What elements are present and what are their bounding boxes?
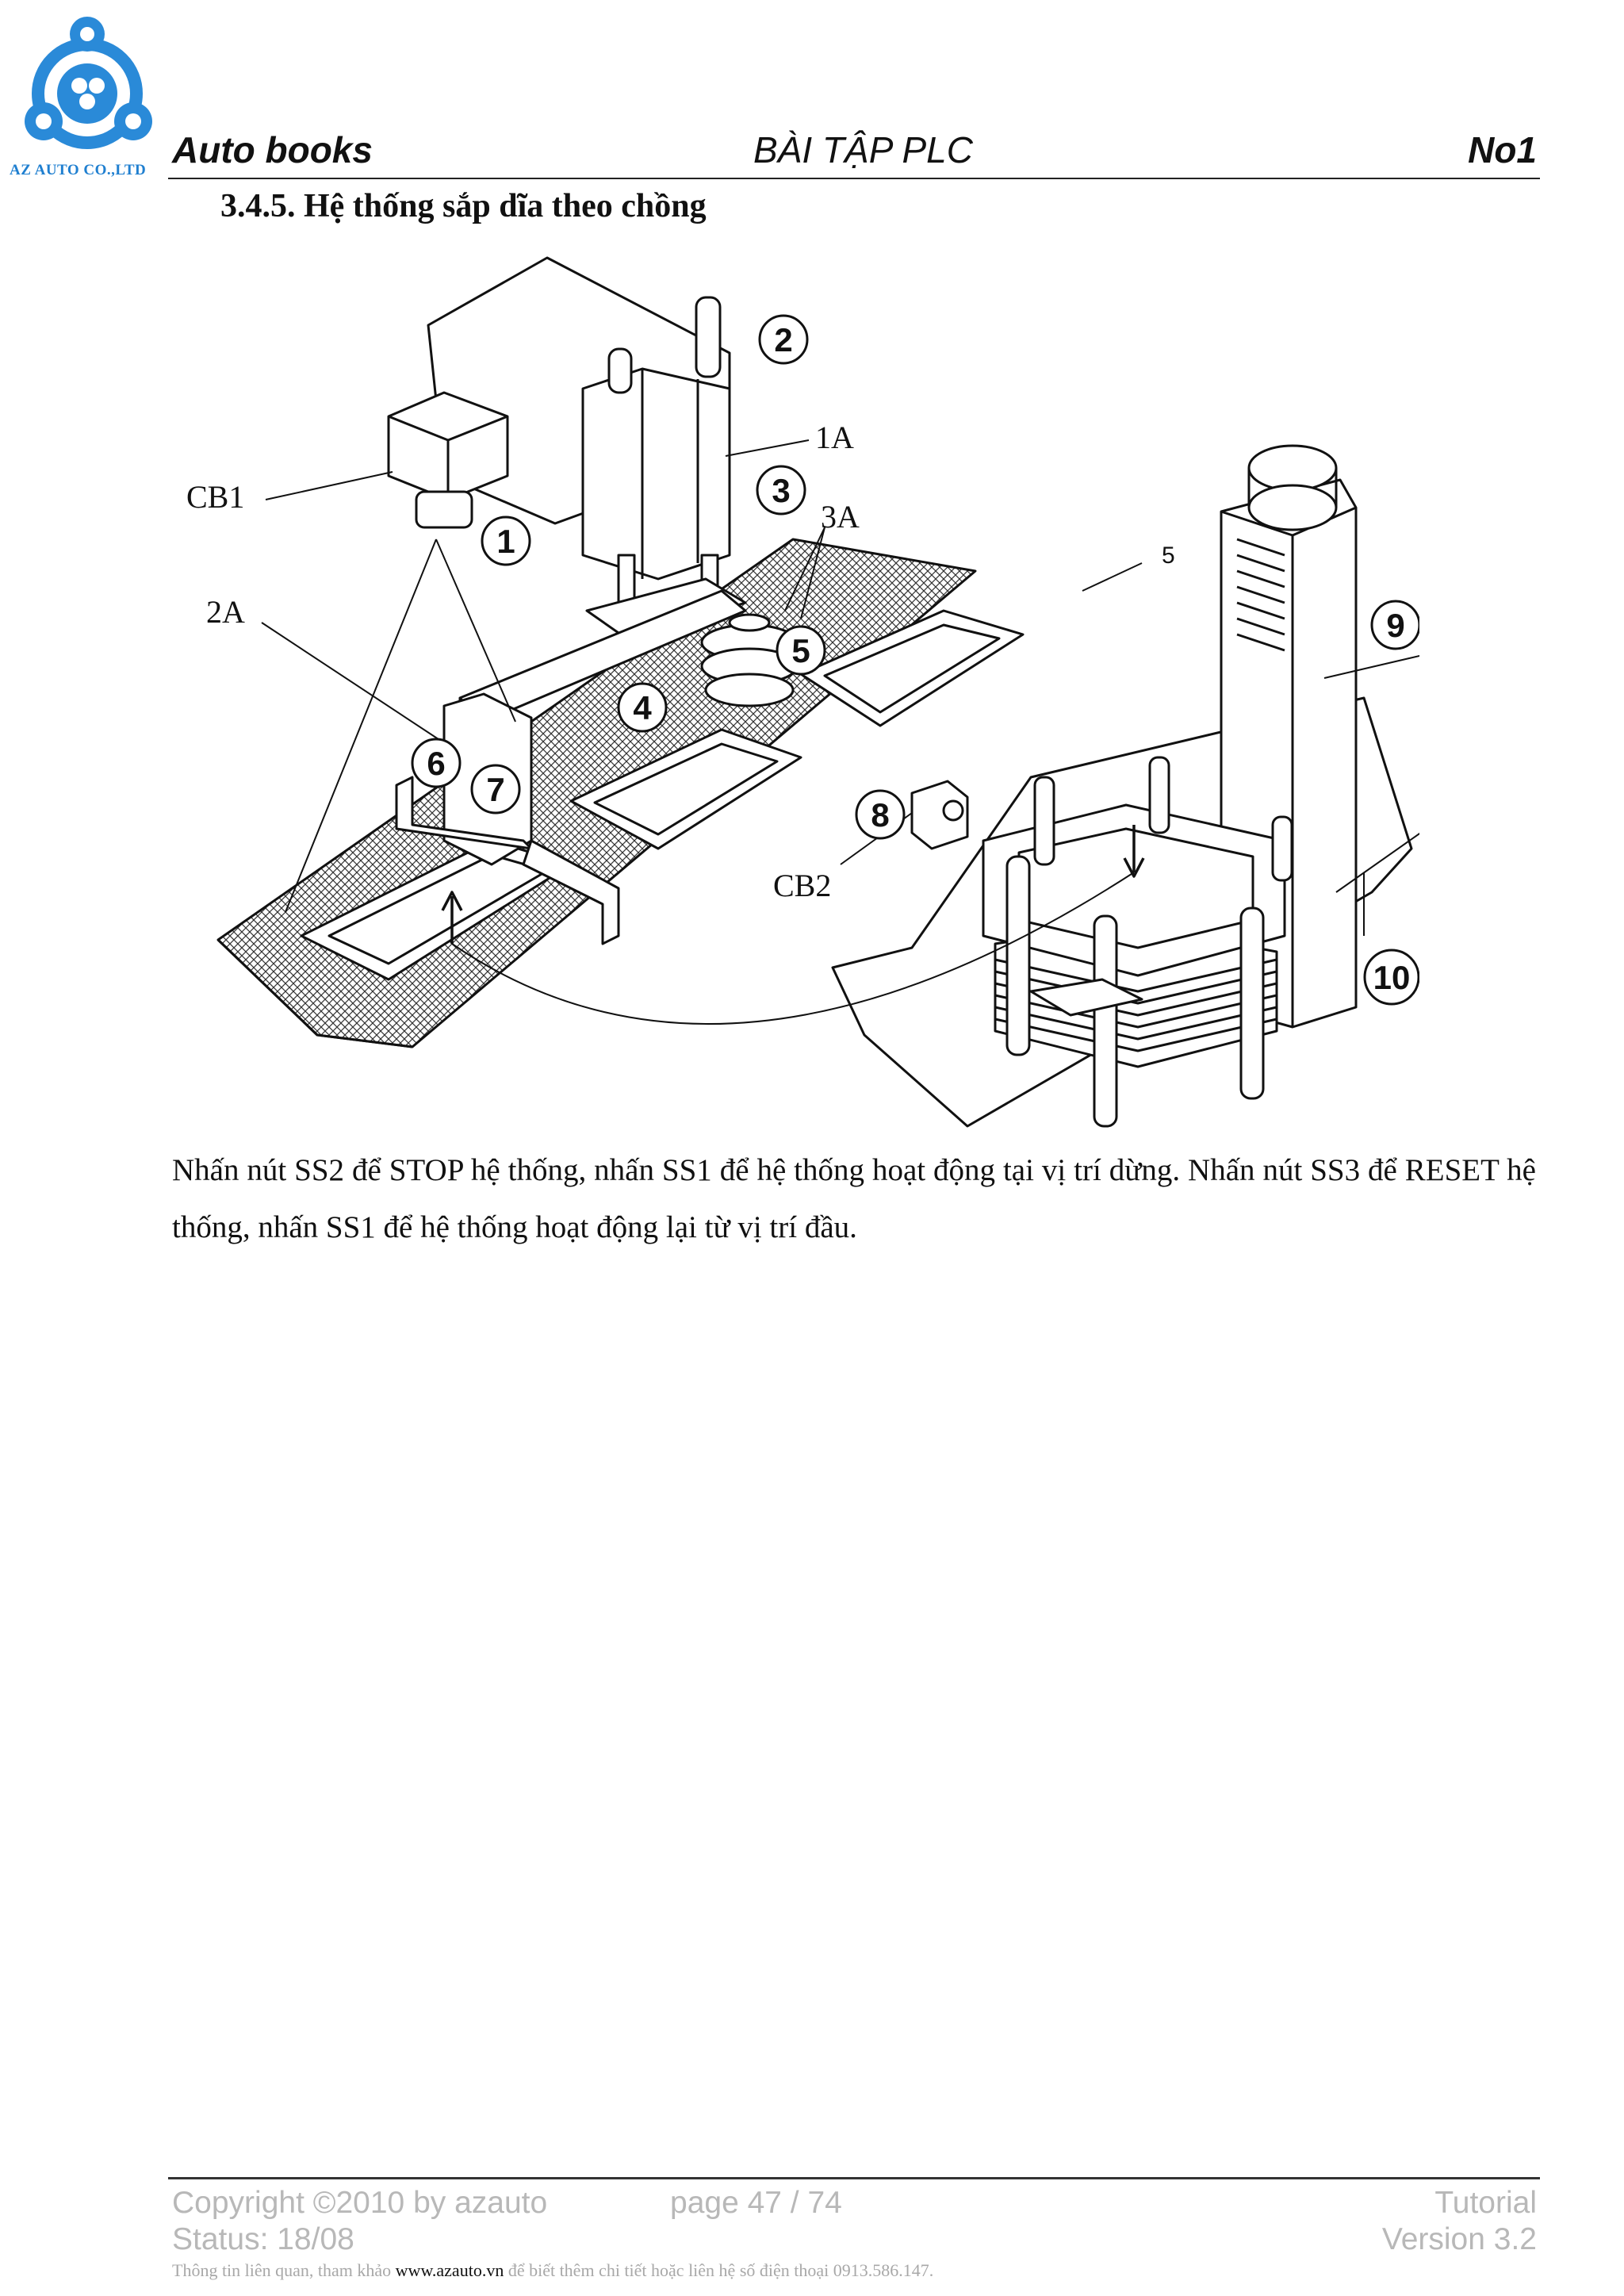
footer-tutorial: Tutorial [1434, 2186, 1537, 2220]
footer-page-number: page 47 / 74 [670, 2186, 842, 2220]
footer-website-link[interactable]: www.azauto.vn [395, 2260, 504, 2280]
footer-status: Status: 18/08 [172, 2222, 354, 2256]
company-logo [25, 17, 152, 149]
footer-note: Thông tin liên quan, tham khảo www.azaut… [172, 2260, 933, 2281]
sensor-cb2 [910, 780, 969, 850]
circled-10: 10 [1373, 959, 1411, 996]
footer-version: Version 3.2 [1381, 2222, 1537, 2256]
circled-7: 7 [486, 771, 504, 808]
footer-copyright: Copyright ©2010 by azauto [172, 2186, 548, 2220]
footer-divider [168, 2177, 1540, 2179]
label-cb2: CB2 [773, 868, 831, 903]
footer-note-after: để biết thêm chi tiết hoặc liên hệ số đi… [504, 2260, 934, 2280]
circled-6: 6 [427, 745, 445, 782]
stacking-system-diagram: CB1 2A 1A 3A CB2 5 6 8 2 3 1 5 4 6 7 8 9… [186, 256, 1419, 1128]
body-paragraph: Nhấn nút SS2 để STOP hệ thống, nhấn SS1 … [172, 1153, 1536, 1244]
circled-1: 1 [496, 523, 515, 560]
label-3a: 3A [821, 499, 860, 535]
circled-2: 2 [774, 321, 792, 358]
header-center: BÀI TẬP PLC [753, 129, 973, 171]
header-right: No1 [1468, 129, 1537, 171]
circled-5: 5 [791, 632, 810, 669]
label-cb1: CB1 [186, 479, 244, 515]
circled-8: 8 [871, 796, 889, 834]
header-left: Auto books [172, 129, 373, 171]
circled-9: 9 [1386, 607, 1404, 644]
label-5: 5 [1162, 542, 1175, 569]
circled-3: 3 [772, 472, 790, 509]
header-divider [168, 178, 1540, 179]
logo-text: AZ AUTO CO.,LTD [10, 162, 147, 178]
label-2a: 2A [206, 594, 245, 630]
section-title: 3.4.5. Hệ thống sắp dĩa theo chồng [220, 188, 707, 224]
footer-note-before: Thông tin liên quan, tham khảo [172, 2260, 396, 2280]
cylinder-1a [581, 367, 731, 581]
circled-4: 4 [633, 689, 652, 726]
label-1a: 1A [815, 420, 854, 455]
